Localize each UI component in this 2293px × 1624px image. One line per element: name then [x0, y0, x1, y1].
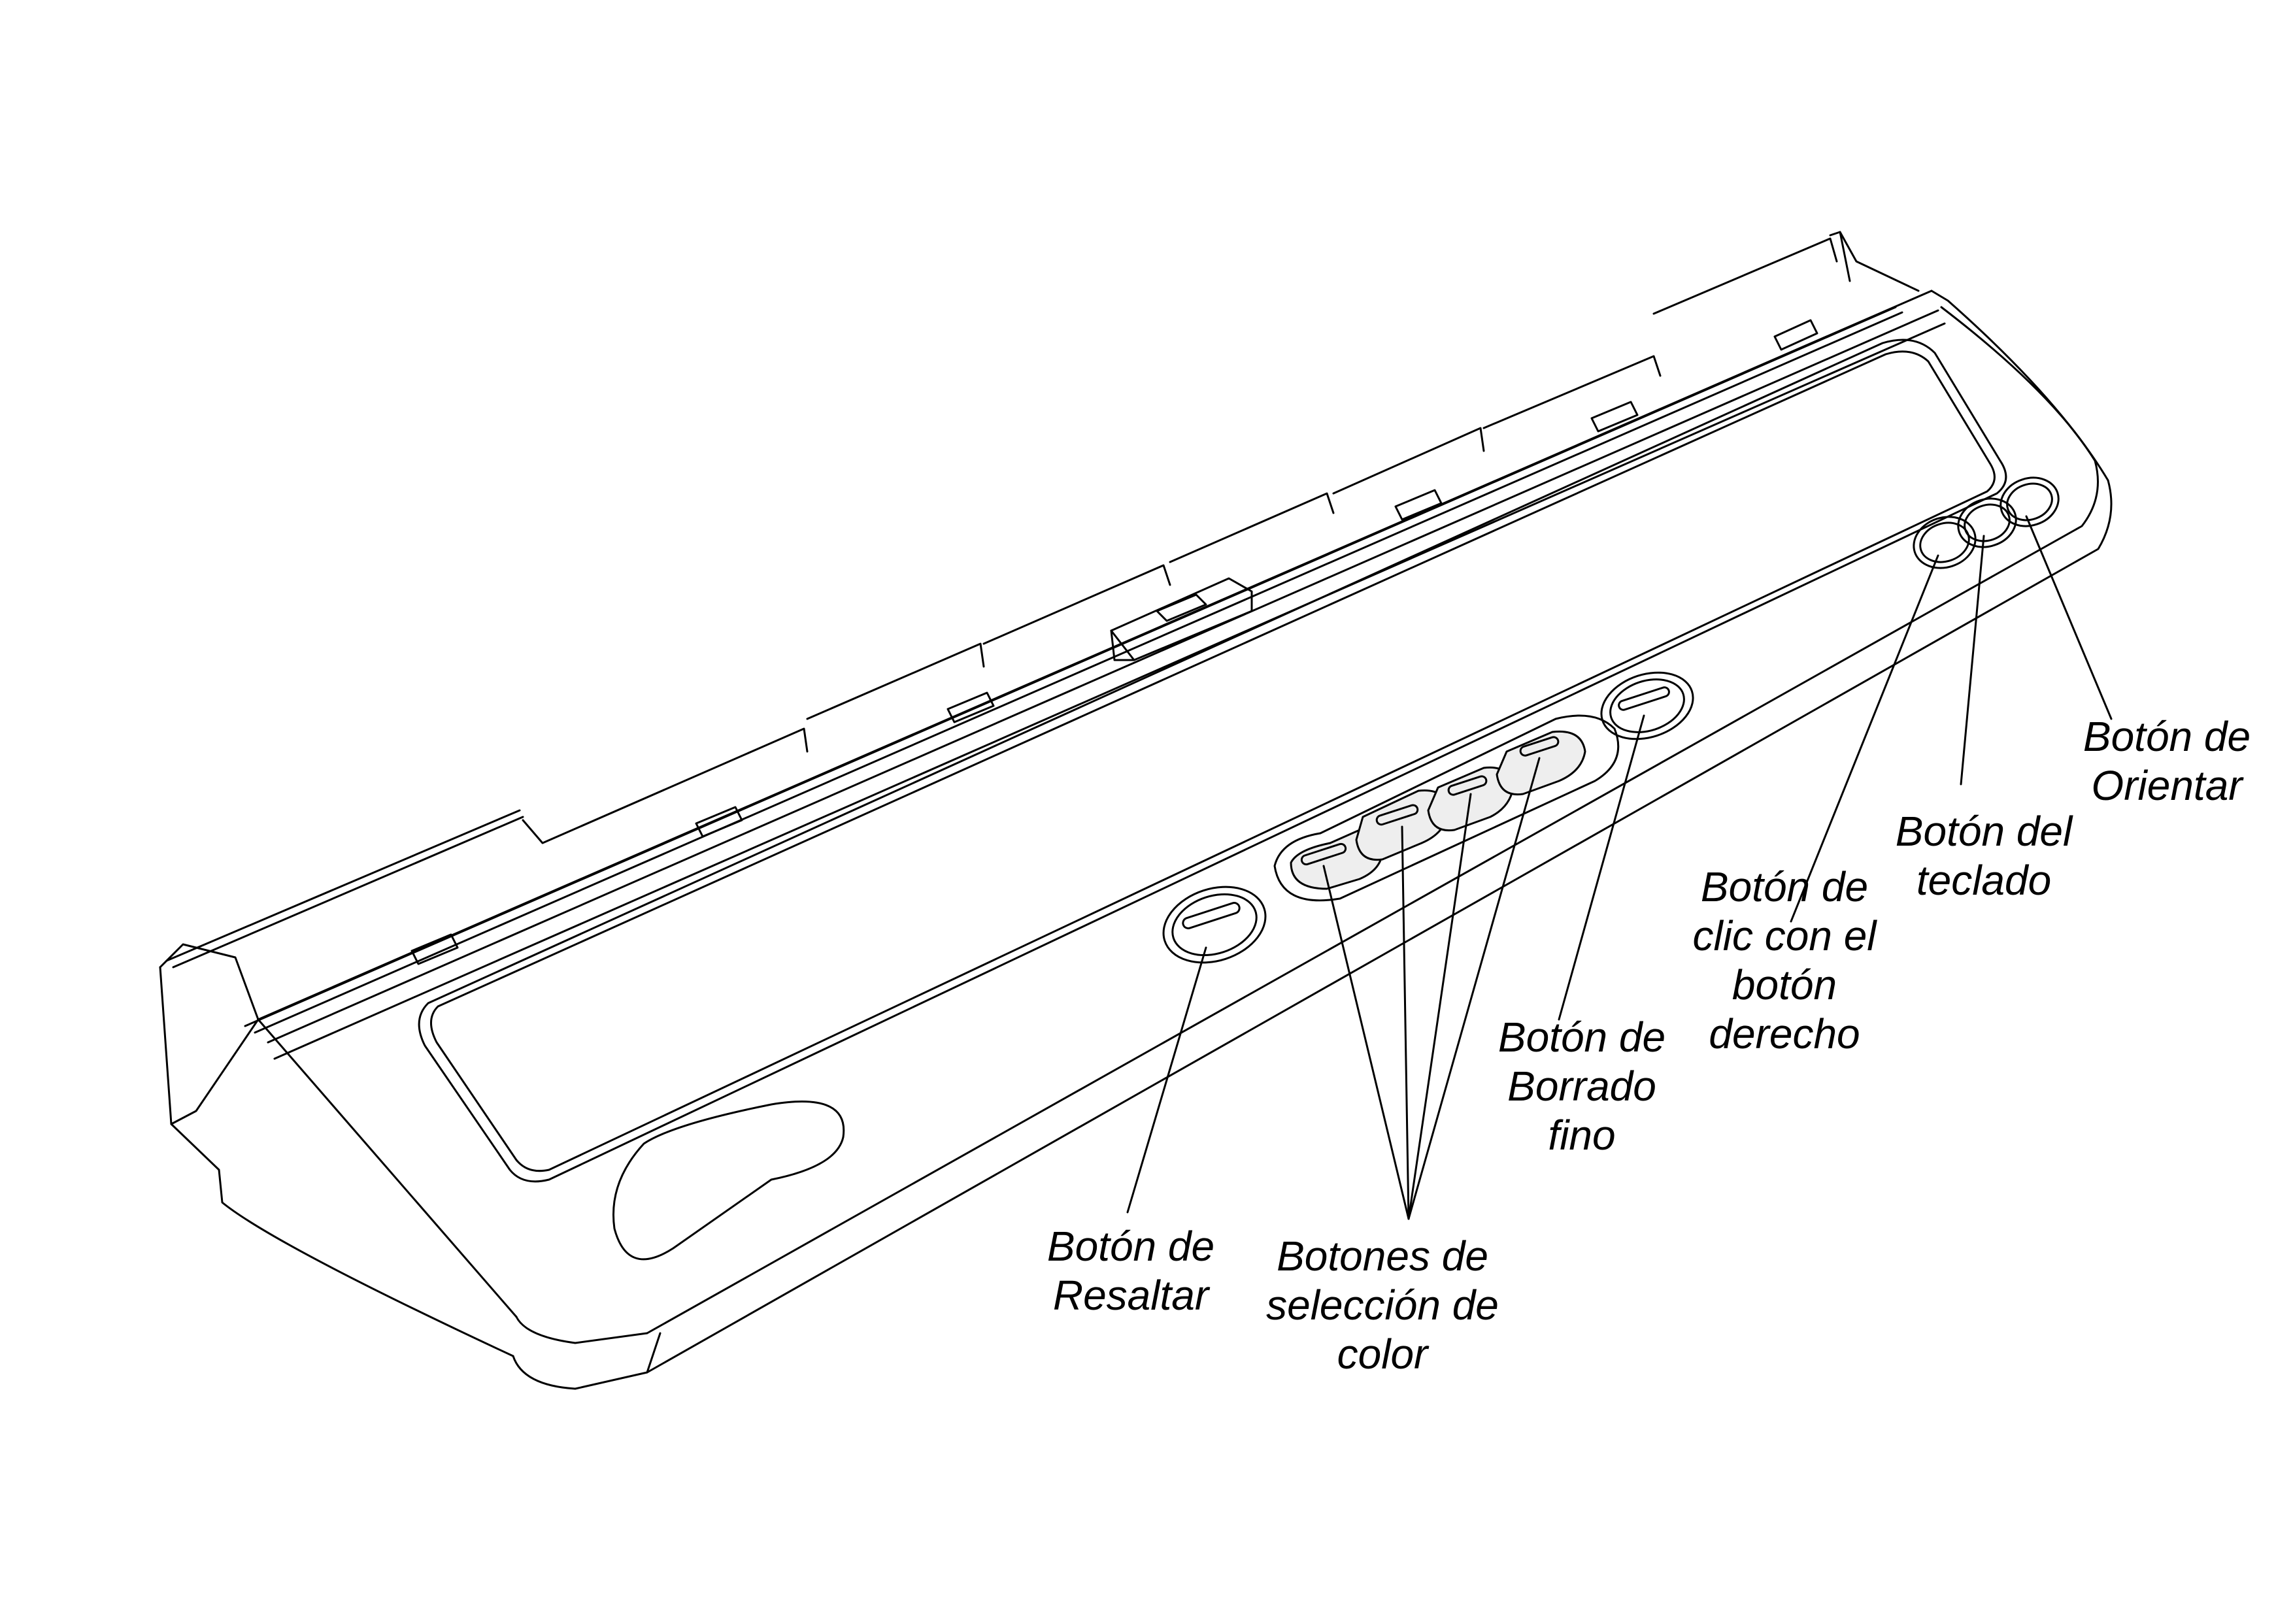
leader-orient	[2025, 515, 2113, 720]
color-button-group	[1273, 714, 1620, 902]
leader-color-2	[1401, 825, 1410, 1220]
label-line: Borrado	[1507, 1063, 1656, 1110]
label-line: fino	[1548, 1112, 1616, 1159]
leader-right-click	[1790, 554, 1939, 923]
label-line: Botones de	[1277, 1233, 1488, 1280]
label-highlight-button: Botón de Resaltar	[1033, 1222, 1229, 1320]
leader-fine-erase	[1558, 714, 1645, 1021]
label-line: Botón del	[1895, 808, 2073, 855]
leader-color-3	[1407, 793, 1472, 1220]
label-line: clic con el	[1692, 912, 1877, 959]
label-fine-erase-button: Botón de Borrado fino	[1477, 1013, 1686, 1160]
label-line: teclado	[1916, 857, 2052, 904]
label-line: Resaltar	[1052, 1272, 1209, 1319]
label-right-click-button: Botón de clic con el botón derecho	[1673, 863, 1896, 1059]
highlight-button-shape	[1162, 886, 1267, 964]
leader-color-1	[1322, 865, 1410, 1220]
pen-rest-slot	[612, 1101, 845, 1261]
label-line: Botón de	[1700, 863, 1869, 910]
label-line: color	[1337, 1331, 1428, 1378]
label-line: botón	[1732, 961, 1837, 1008]
label-line: derecho	[1709, 1010, 1860, 1057]
rail-clips	[410, 319, 1818, 965]
label-keyboard-button: Botón del teclado	[1883, 807, 2085, 905]
label-orient-button: Botón de Orientar	[2062, 712, 2271, 810]
label-line: selección de	[1266, 1282, 1499, 1329]
label-line: Botón de	[2083, 713, 2251, 760]
tray-body	[159, 231, 2113, 1390]
leader-keyboard	[1960, 535, 1985, 786]
orient-button-shape	[2000, 476, 2060, 527]
label-line: Botón de	[1498, 1014, 1666, 1061]
fine-erase-button-shape	[1600, 671, 1694, 740]
center-sensor	[1110, 577, 1253, 661]
leader-color-4	[1407, 757, 1541, 1220]
leader-lines	[1126, 515, 2113, 1220]
label-line: Botón de	[1046, 1223, 1215, 1270]
keyboard-button-shape	[1957, 497, 2017, 548]
leader-highlight	[1126, 946, 1207, 1214]
label-line: Orientar	[2091, 762, 2243, 809]
label-color-selection-buttons: Botones de selección de color	[1252, 1232, 1513, 1379]
upper-inner-panel	[418, 339, 2007, 1183]
